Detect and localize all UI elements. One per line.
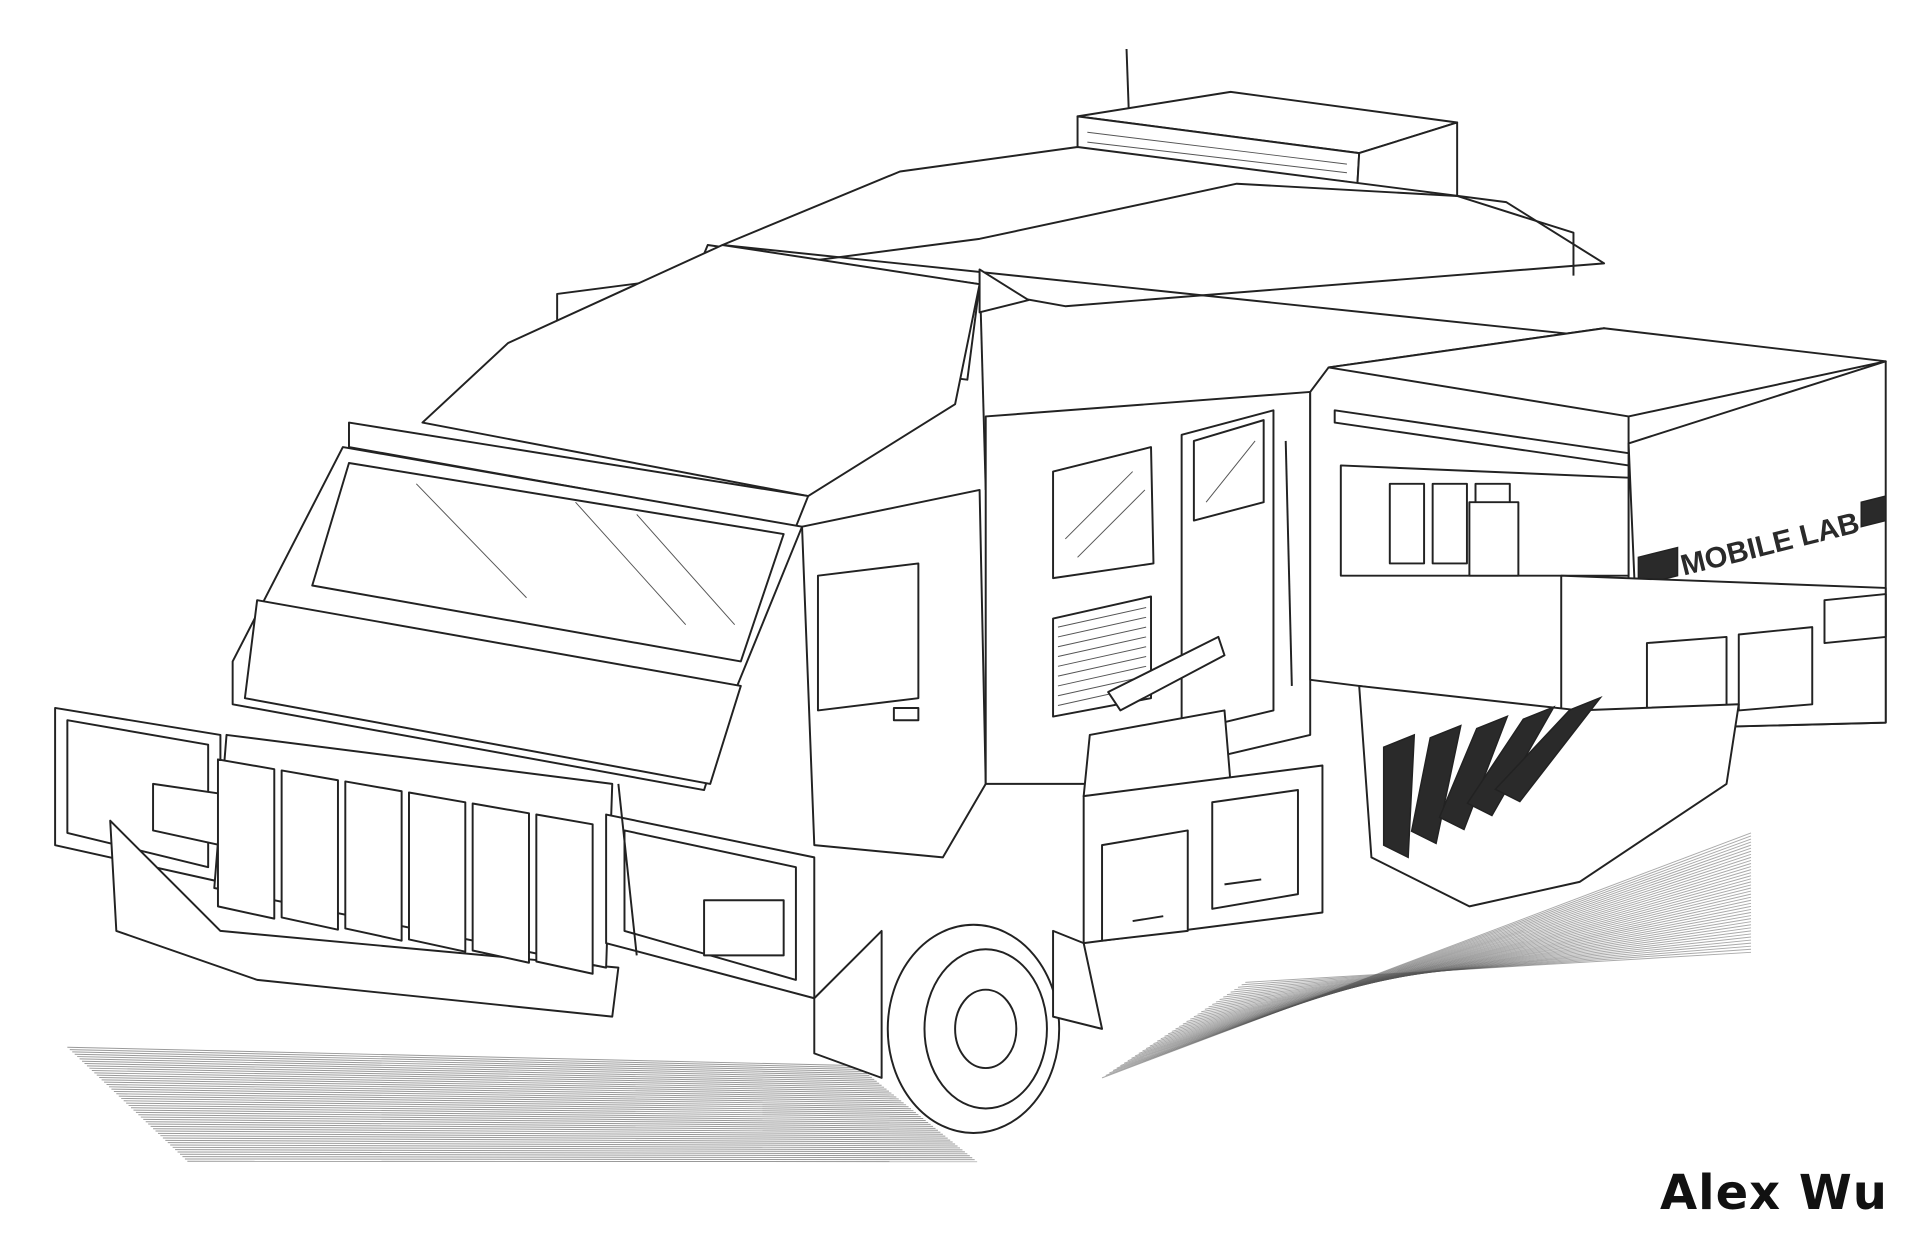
windshield (311, 462, 785, 663)
lab-module: MOBILE LAB (1309, 327, 1887, 908)
side-window (816, 562, 920, 712)
artist-signature: Alex Wu (1660, 1165, 1888, 1221)
body-window (1052, 446, 1155, 580)
body-side (984, 390, 1324, 945)
front-wheel (813, 923, 1104, 1134)
grille-and-bumpers (54, 706, 816, 1018)
cab (231, 243, 1030, 859)
ground-hatching (67, 832, 1752, 1163)
roof-equipment (556, 48, 1606, 338)
